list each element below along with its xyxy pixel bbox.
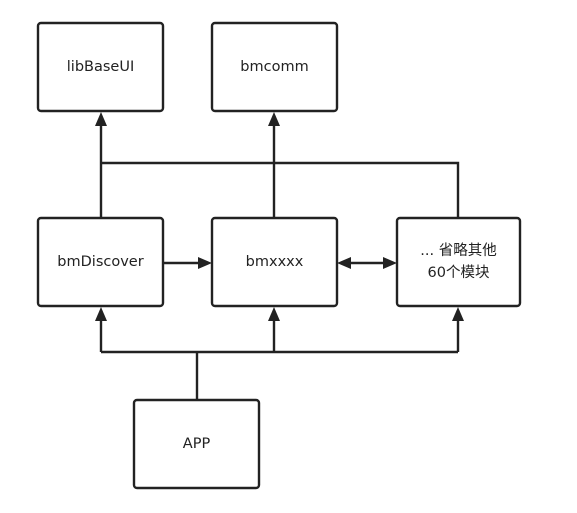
node-bmxxxx-box <box>210 216 339 308</box>
node-bmdiscover-label: bmDiscover <box>57 254 143 270</box>
node-other-modules: ... 省略其他 60个模块 <box>395 216 522 308</box>
arrowhead-bmcomm <box>268 112 280 126</box>
node-app-box <box>132 398 261 490</box>
node-app-label: APP <box>183 436 211 452</box>
node-app: APP <box>132 398 261 490</box>
arrowhead-others-left <box>383 257 397 269</box>
node-libbaseui: libBaseUI <box>36 21 165 113</box>
node-bmdiscover-box <box>36 216 165 308</box>
node-bmxxxx: bmxxxx <box>210 216 339 308</box>
arrowhead-others-bottom <box>452 307 464 321</box>
arrowhead-bmxxxx-right <box>337 257 351 269</box>
node-bmdiscover: bmDiscover <box>36 216 165 308</box>
node-other-modules-line2: 60个模块 <box>428 264 490 281</box>
edges <box>95 112 464 400</box>
node-bmcomm: bmcomm <box>210 21 339 113</box>
arrowhead-bmxxxx-left <box>198 257 212 269</box>
node-other-modules-line1: ... 省略其他 <box>420 242 496 259</box>
arrowhead-libbaseui <box>95 112 107 126</box>
edge-others-to-dependency-bus <box>101 161 460 218</box>
node-bmcomm-label: bmcomm <box>240 59 308 75</box>
node-bmxxxx-label: bmxxxx <box>246 254 304 270</box>
arrowhead-bmdiscover-bottom <box>95 307 107 321</box>
arrowhead-bmxxxx-bottom <box>268 307 280 321</box>
node-other-modules-box <box>395 216 522 308</box>
node-libbaseui-box <box>36 21 165 113</box>
node-bmcomm-box <box>210 21 339 113</box>
node-libbaseui-label: libBaseUI <box>67 59 134 75</box>
